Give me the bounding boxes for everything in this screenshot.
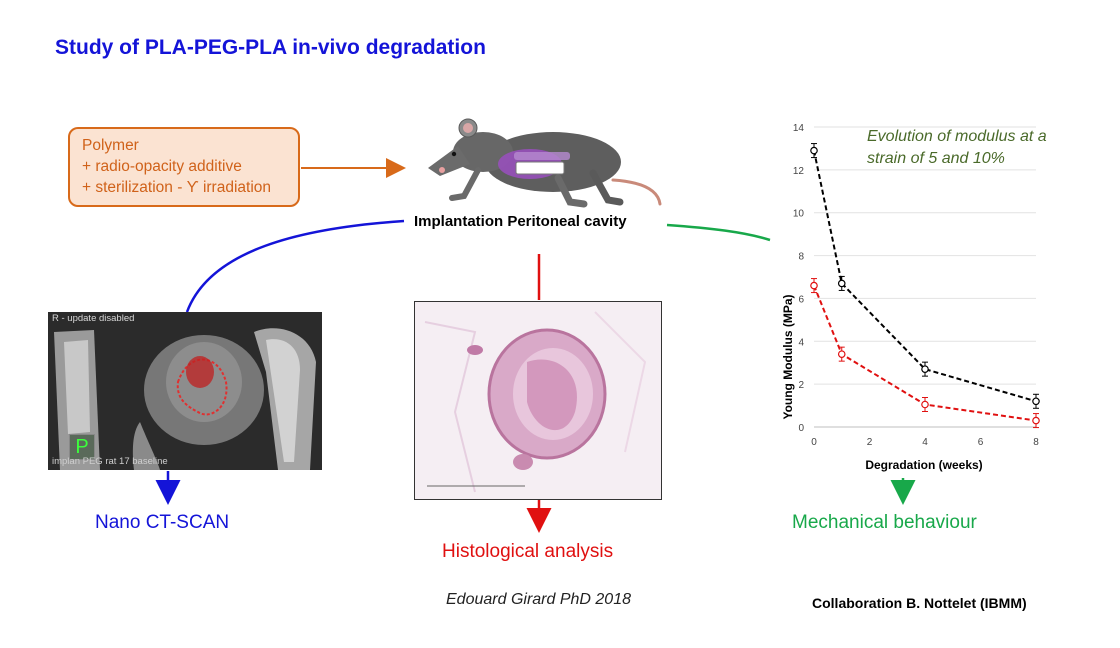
- mechanical-label: Mechanical behaviour: [792, 512, 977, 533]
- y-tick-label: 2: [798, 380, 804, 391]
- x-tick-label: 0: [811, 437, 817, 448]
- implant-to-mech-curve: [666, 223, 771, 242]
- x-tick-label: 6: [978, 437, 984, 448]
- x-tick-label: 2: [867, 437, 873, 448]
- modulus-chart: 0 2 4 6 8 10 12 14 0 2 4 6 8 Young Modulus (MPa) De…: [781, 123, 1040, 472]
- data-point: [1032, 416, 1040, 425]
- ct-overlay-bottom: implan PEG rat 17 baseline: [52, 456, 168, 467]
- implantation-label: Implantation Peritoneal cavity: [414, 213, 627, 230]
- histology-label: Histological analysis: [442, 541, 614, 562]
- polymer-line: + radio-opacity additive: [82, 158, 242, 175]
- data-point: [837, 350, 846, 358]
- implant-to-ct-curve: [185, 219, 405, 313]
- polymer-line: Polymer: [82, 137, 139, 154]
- x-tick-label: 8: [1033, 437, 1039, 448]
- chart-y-label: Young Modulus (MPa): [781, 294, 795, 419]
- ct-scan-label: Nano CT-SCAN: [95, 512, 230, 533]
- rat-illustration: [428, 118, 662, 208]
- y-tick-label: 14: [793, 123, 805, 134]
- ct-marker: P: [69, 434, 95, 460]
- chart-y-ticks: 0 2 4 6 8 10 12 14: [793, 123, 805, 434]
- chart-annotation: Evolution of modulus at a strain of 5 an…: [867, 128, 1047, 167]
- data-point: [810, 281, 818, 290]
- chart-x-label: Degradation (weeks): [865, 458, 982, 472]
- page-title: Study of PLA-PEG-PLA in-vivo degradation: [55, 36, 486, 59]
- credit-text: Edouard Girard PhD 2018: [446, 591, 631, 608]
- data-point: [1032, 397, 1040, 406]
- y-tick-label: 4: [798, 337, 804, 348]
- series-line: [813, 150, 1037, 403]
- y-tick-label: 10: [793, 209, 805, 220]
- ct-overlay-top: R - update disabled: [52, 313, 135, 324]
- chart-x-ticks: 0 2 4 6 8: [811, 437, 1039, 448]
- y-tick-label: 6: [798, 294, 804, 305]
- x-tick-label: 4: [922, 437, 928, 448]
- ct-scan-image: R - update disabled P implan PEG rat 17 …: [48, 312, 322, 470]
- polymer-box: Polymer + radio-opacity additive + steri…: [68, 127, 300, 207]
- chart-grid: [814, 126, 1036, 428]
- data-point: [810, 146, 818, 155]
- y-tick-label: 8: [798, 252, 804, 263]
- y-tick-label: 12: [793, 166, 805, 177]
- histology-image: [414, 301, 662, 500]
- data-point: [921, 365, 929, 373]
- collaboration-text: Collaboration B. Nottelet (IBMM): [812, 595, 1027, 611]
- series-line: [813, 285, 1037, 422]
- chart-series: [810, 143, 1040, 429]
- data-point: [921, 400, 929, 409]
- polymer-line: + sterilization - ϒ irradiation: [82, 179, 272, 196]
- y-tick-label: 0: [798, 423, 804, 434]
- data-point: [837, 279, 846, 288]
- histology-graphic: [415, 302, 661, 499]
